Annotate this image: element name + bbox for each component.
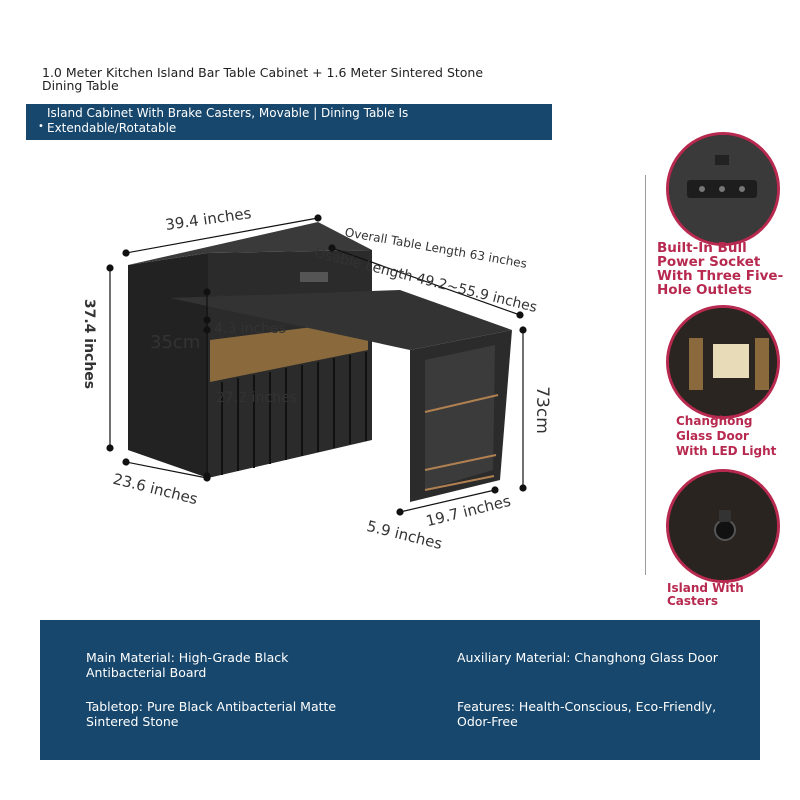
subtitle-text: Island Cabinet With Brake Casters, Movab… — [47, 106, 409, 135]
specs-panel: Main Material: High-Grade Black Antibact… — [40, 620, 760, 760]
dim-offset-small: 4.3 inches — [214, 321, 286, 337]
subtitle-banner: • Island Cabinet With Brake Casters, Mov… — [26, 104, 552, 140]
led-glass-door-icon — [666, 305, 780, 419]
spec-auxiliary-material: Auxiliary Material: Changhong Glass Door — [457, 650, 718, 665]
feature-label-glass-door: Changhong Glass Door With LED Light — [676, 414, 777, 458]
spec-features: Features: Health-Conscious, Eco-Friendly… — [457, 699, 717, 729]
product-illustration: 39.4 inches Overall Table Length 63 inch… — [0, 150, 640, 570]
fluted-panel — [221, 352, 367, 475]
cabinet-table-drawing — [106, 214, 527, 516]
dim-height-total: 37.4 inches — [81, 298, 98, 390]
feature-label-casters: Island With Casters — [667, 581, 744, 608]
cabinet-side-panel — [128, 253, 208, 478]
feature-label-socket: Built-In Bull Power Socket With Three Fi… — [657, 240, 784, 298]
power-socket-icon — [666, 132, 780, 246]
shelf-unit — [425, 345, 495, 490]
shelf-edges — [424, 394, 499, 491]
spec-tabletop: Tabletop: Pure Black Antibacterial Matte… — [86, 699, 337, 729]
table-top — [170, 290, 512, 350]
divider-line — [645, 175, 646, 575]
page-title: 1.0 Meter Kitchen Island Bar Table Cabin… — [42, 65, 484, 93]
bullet-icon: • — [38, 121, 44, 132]
dimension-lines — [106, 214, 527, 516]
spec-main-material: Main Material: High-Grade Black Antibact… — [86, 650, 289, 680]
cabinet-top — [128, 222, 372, 265]
dim-inner-height: 27.2 inches — [216, 390, 297, 406]
glass-door-strip — [210, 320, 368, 382]
caster-wheel-icon — [666, 469, 780, 583]
dim-offset-top: 5.9 inches — [218, 294, 290, 310]
power-socket — [300, 272, 328, 282]
dim-depth-cm: 35cm — [150, 332, 201, 353]
dim-table-height: 73cm — [531, 386, 552, 434]
